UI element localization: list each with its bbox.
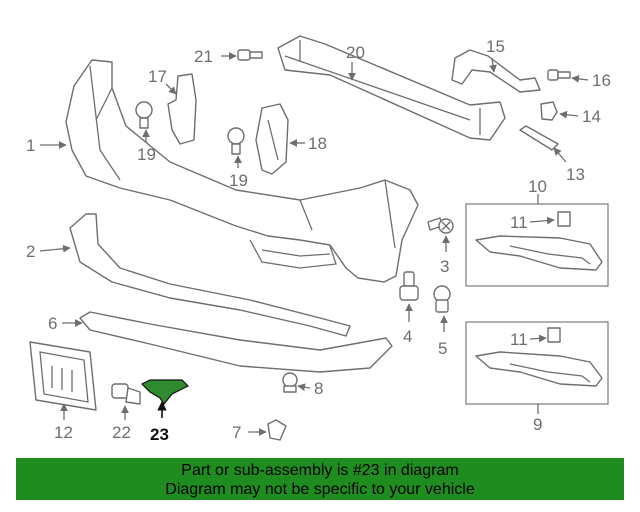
callout-5: 5 [438, 339, 447, 358]
callout-23: 23 [150, 425, 169, 444]
part-15-bracket [451, 49, 541, 93]
part-8-clip [282, 372, 311, 393]
callout-12: 12 [54, 423, 73, 442]
part-21-bolt [221, 49, 263, 61]
callout-4: 4 [403, 327, 412, 346]
callout-15: 15 [486, 37, 505, 56]
callout-19a: 19 [137, 145, 156, 164]
callout-20: 20 [346, 43, 365, 62]
part-7-clip [248, 419, 287, 441]
callout-7: 7 [232, 423, 241, 442]
callout-9: 9 [533, 415, 542, 434]
callout-22: 22 [112, 423, 131, 442]
callout-6: 6 [48, 314, 57, 333]
part-9-fog-trim-box [465, 321, 609, 414]
part-4-fastener [399, 271, 419, 322]
banner-line-1: Part or sub-assembly is #23 in diagram [181, 462, 459, 479]
part-16-bolt [547, 69, 589, 83]
part-10-fog-trim-box [465, 194, 609, 287]
part-5-fastener [433, 285, 451, 332]
info-banner: Part or sub-assembly is #23 in diagram D… [16, 458, 624, 500]
callout-19b: 19 [229, 171, 248, 190]
part-22-sensor [111, 383, 141, 420]
callout-2: 2 [26, 242, 35, 261]
part-2-lower-lip [39, 213, 351, 337]
banner-line-2: Diagram may not be specific to your vehi… [165, 481, 475, 498]
part-12-plate-bracket [29, 341, 97, 420]
part-13-strip [519, 125, 567, 163]
part-23-bracket-highlighted [140, 379, 190, 418]
callout-10: 10 [528, 177, 547, 196]
part-14-clip [540, 101, 579, 121]
parts-diagram: 20 21 15 16 14 13 1 17 [26, 35, 611, 444]
callout-3: 3 [440, 257, 449, 276]
callout-18: 18 [308, 134, 327, 153]
part-18-side-bracket [255, 103, 305, 175]
callout-21: 21 [194, 47, 213, 66]
part-1-bumper-cover [40, 59, 419, 283]
callout-16: 16 [592, 71, 611, 90]
part-17-side-bracket [165, 73, 197, 145]
callout-11a: 11 [510, 213, 528, 232]
callout-11b: 11 [510, 330, 528, 349]
part-19-clip-a [135, 101, 153, 142]
part-19-clip-b [227, 127, 245, 168]
part-3-screw [427, 217, 454, 252]
callout-1: 1 [26, 136, 35, 155]
callout-8: 8 [314, 379, 323, 398]
callout-17: 17 [148, 67, 167, 86]
callout-14: 14 [582, 107, 601, 126]
callout-13: 13 [566, 165, 585, 184]
part-6-lower-trim [62, 311, 393, 373]
part-20-bumper-beam [277, 35, 506, 141]
